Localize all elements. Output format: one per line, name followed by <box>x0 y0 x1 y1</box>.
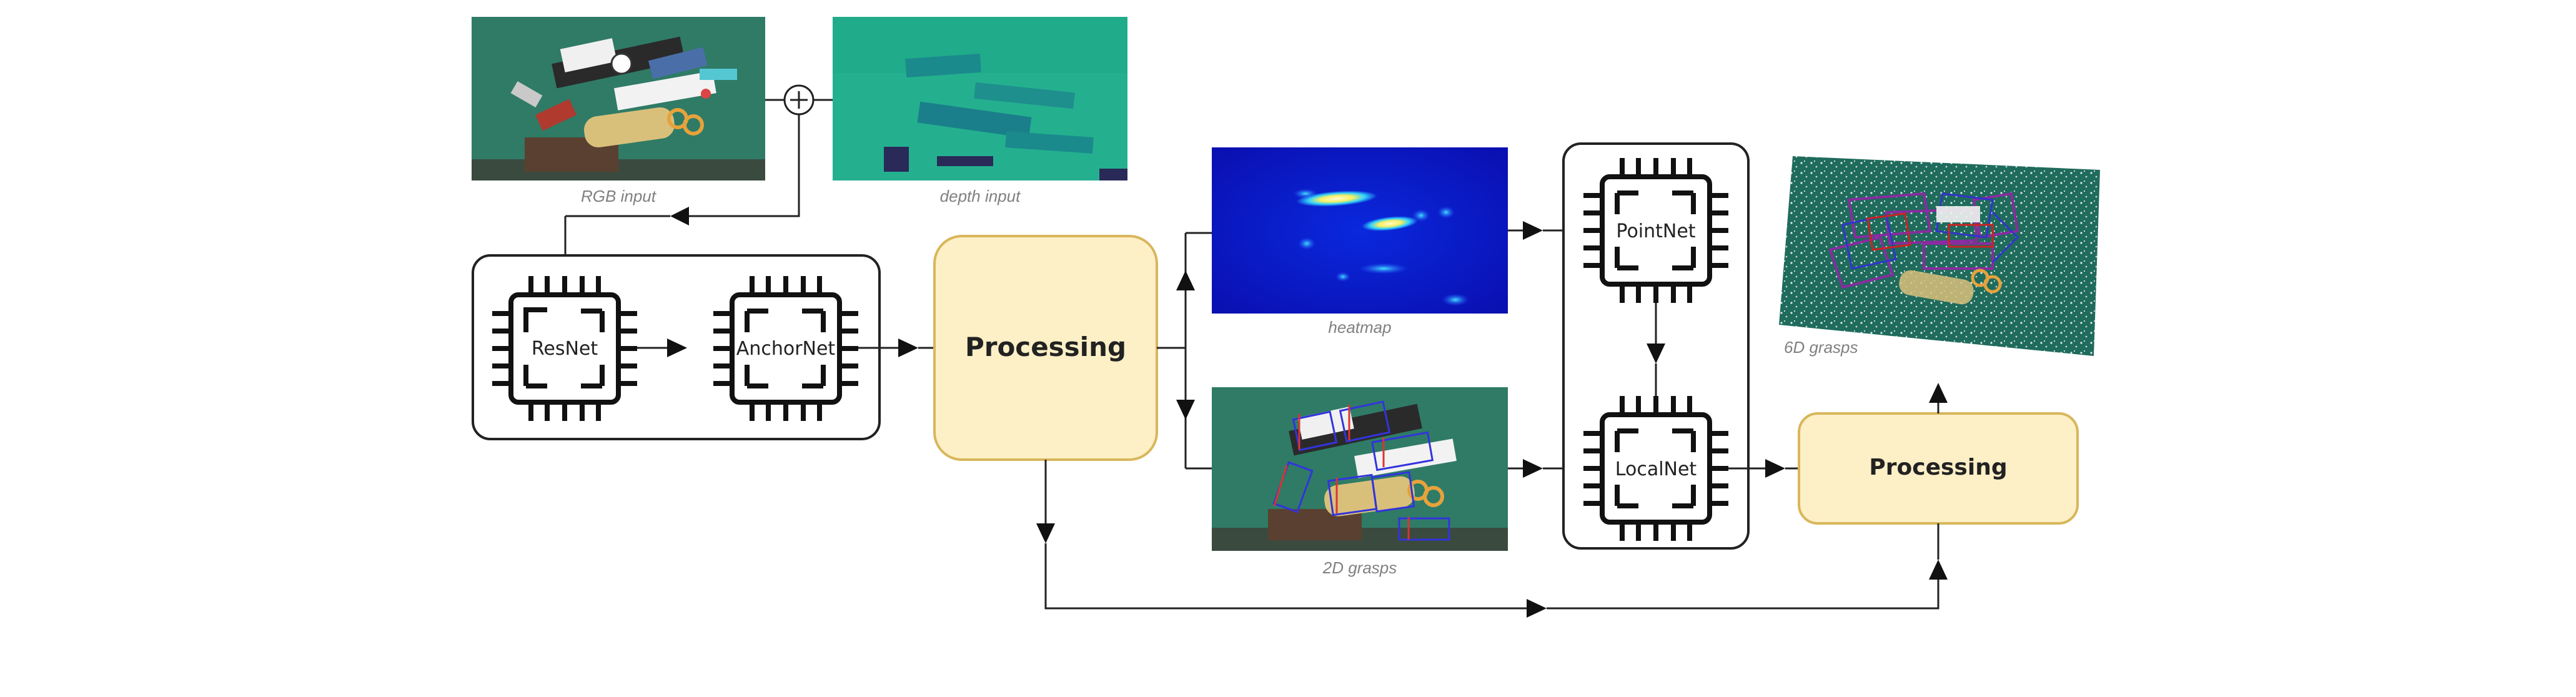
rgb-input-caption: RGB input <box>581 187 657 205</box>
chip-icon <box>492 276 637 421</box>
arrow-icon <box>1523 221 1543 240</box>
arrow-icon <box>1036 523 1055 543</box>
arrow-icon <box>1929 383 1948 403</box>
resnet-label: ResNet <box>532 338 598 360</box>
pointnet-label: PointNet <box>1616 220 1695 242</box>
arrow-icon <box>1647 344 1665 363</box>
processing-final-label: Processing <box>1869 455 2007 480</box>
heatmap-caption: heatmap <box>1328 318 1391 337</box>
arrow-icon <box>1765 459 1785 478</box>
arrow-icon <box>1527 599 1547 618</box>
chip-icon <box>713 276 858 421</box>
localnet-label: LocalNet <box>1615 458 1697 480</box>
resnet-chip: ResNet <box>492 276 637 421</box>
arrow-icon <box>667 339 687 357</box>
pointnet-chip: PointNet <box>1583 158 1728 303</box>
anchornet-label: AnchorNet <box>736 338 836 360</box>
chip-icon <box>1583 158 1728 303</box>
arrow-icon <box>898 339 918 357</box>
processing-main-label: Processing <box>965 332 1126 362</box>
grasps-2d-image <box>1212 387 1508 551</box>
heatmap-image <box>1212 147 1508 314</box>
localnet-chip: LocalNet <box>1583 396 1728 541</box>
grasps-6d-image <box>1779 156 2100 356</box>
anchornet-chip: AnchorNet <box>713 276 858 421</box>
grasps-2d-caption: 2D grasps <box>1322 558 1397 577</box>
arrow-icon <box>1523 459 1543 478</box>
depth-input-image <box>833 17 1127 180</box>
arrow-icon <box>1176 270 1195 290</box>
depth-input-caption: depth input <box>940 187 1021 205</box>
plus-circle-icon <box>783 84 815 116</box>
arrow-icon <box>670 207 689 225</box>
arrow-icon <box>1176 400 1195 420</box>
rgb-input-image <box>472 17 765 180</box>
arrow-icon <box>1929 560 1948 580</box>
chip-icon <box>1583 396 1728 541</box>
grasps-6d-caption: 6D grasps <box>1784 338 1858 357</box>
